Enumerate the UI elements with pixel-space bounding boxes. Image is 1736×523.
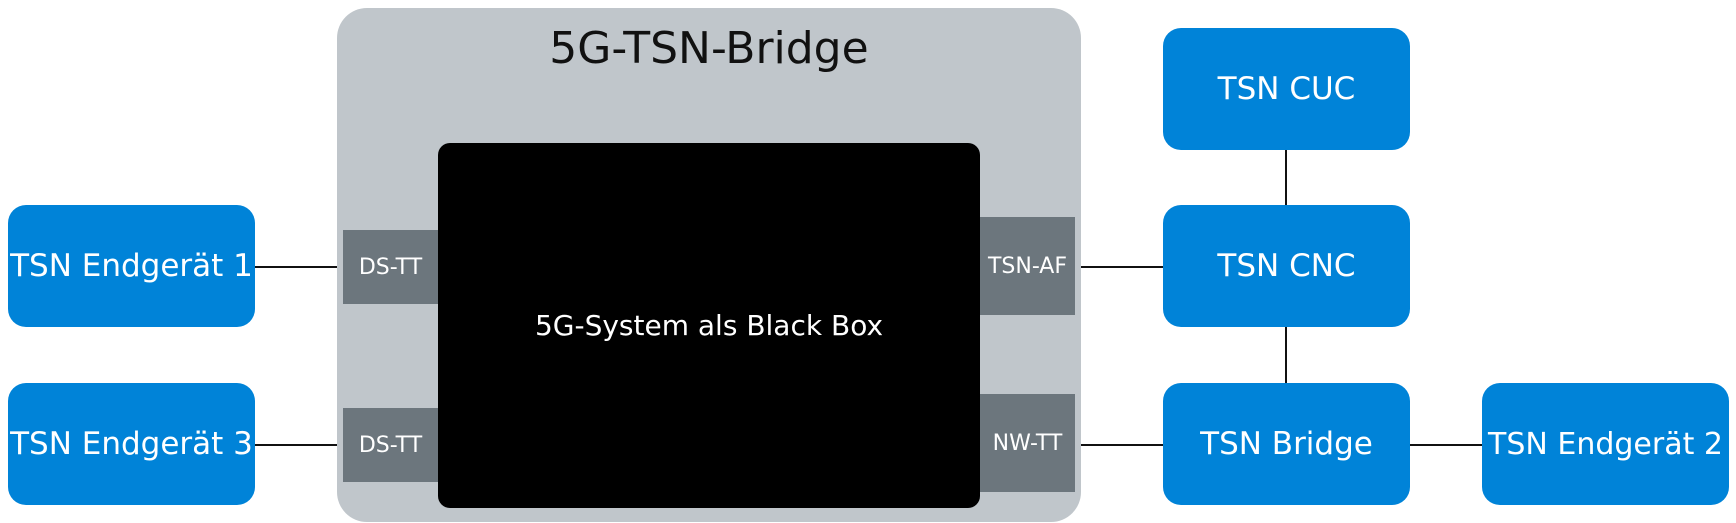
nw-tt-port: NW-TT [980,394,1075,492]
bridge-title: 5G-TSN-Bridge [549,23,869,74]
ds-tt-port-1: DS-TT [343,230,438,304]
link-endgeraet1-dstt [254,266,344,268]
tsn-cnc: TSN CNC [1163,205,1410,327]
link-endgeraet3-dstt [254,444,344,446]
tsn-bridge: TSN Bridge [1163,383,1410,505]
tsn-cuc: TSN CUC [1163,28,1410,150]
link-nwtt-bridge [1075,444,1165,446]
tsn-endgeraet-3: TSN Endgerät 3 [8,383,255,505]
5g-system-black-box: 5G-System als Black Box [438,143,980,508]
link-bridge-endgeraet2 [1410,444,1484,446]
link-cuc-cnc [1285,150,1287,206]
tsn-af-port: TSN-AF [980,217,1075,315]
link-tsnaf-cnc [1075,266,1165,268]
black-box-label: 5G-System als Black Box [534,309,884,342]
tsn-endgeraet-2: TSN Endgerät 2 [1482,383,1729,505]
ds-tt-port-2: DS-TT [343,408,438,482]
link-cnc-bridge [1285,326,1287,384]
tsn-endgeraet-1: TSN Endgerät 1 [8,205,255,327]
